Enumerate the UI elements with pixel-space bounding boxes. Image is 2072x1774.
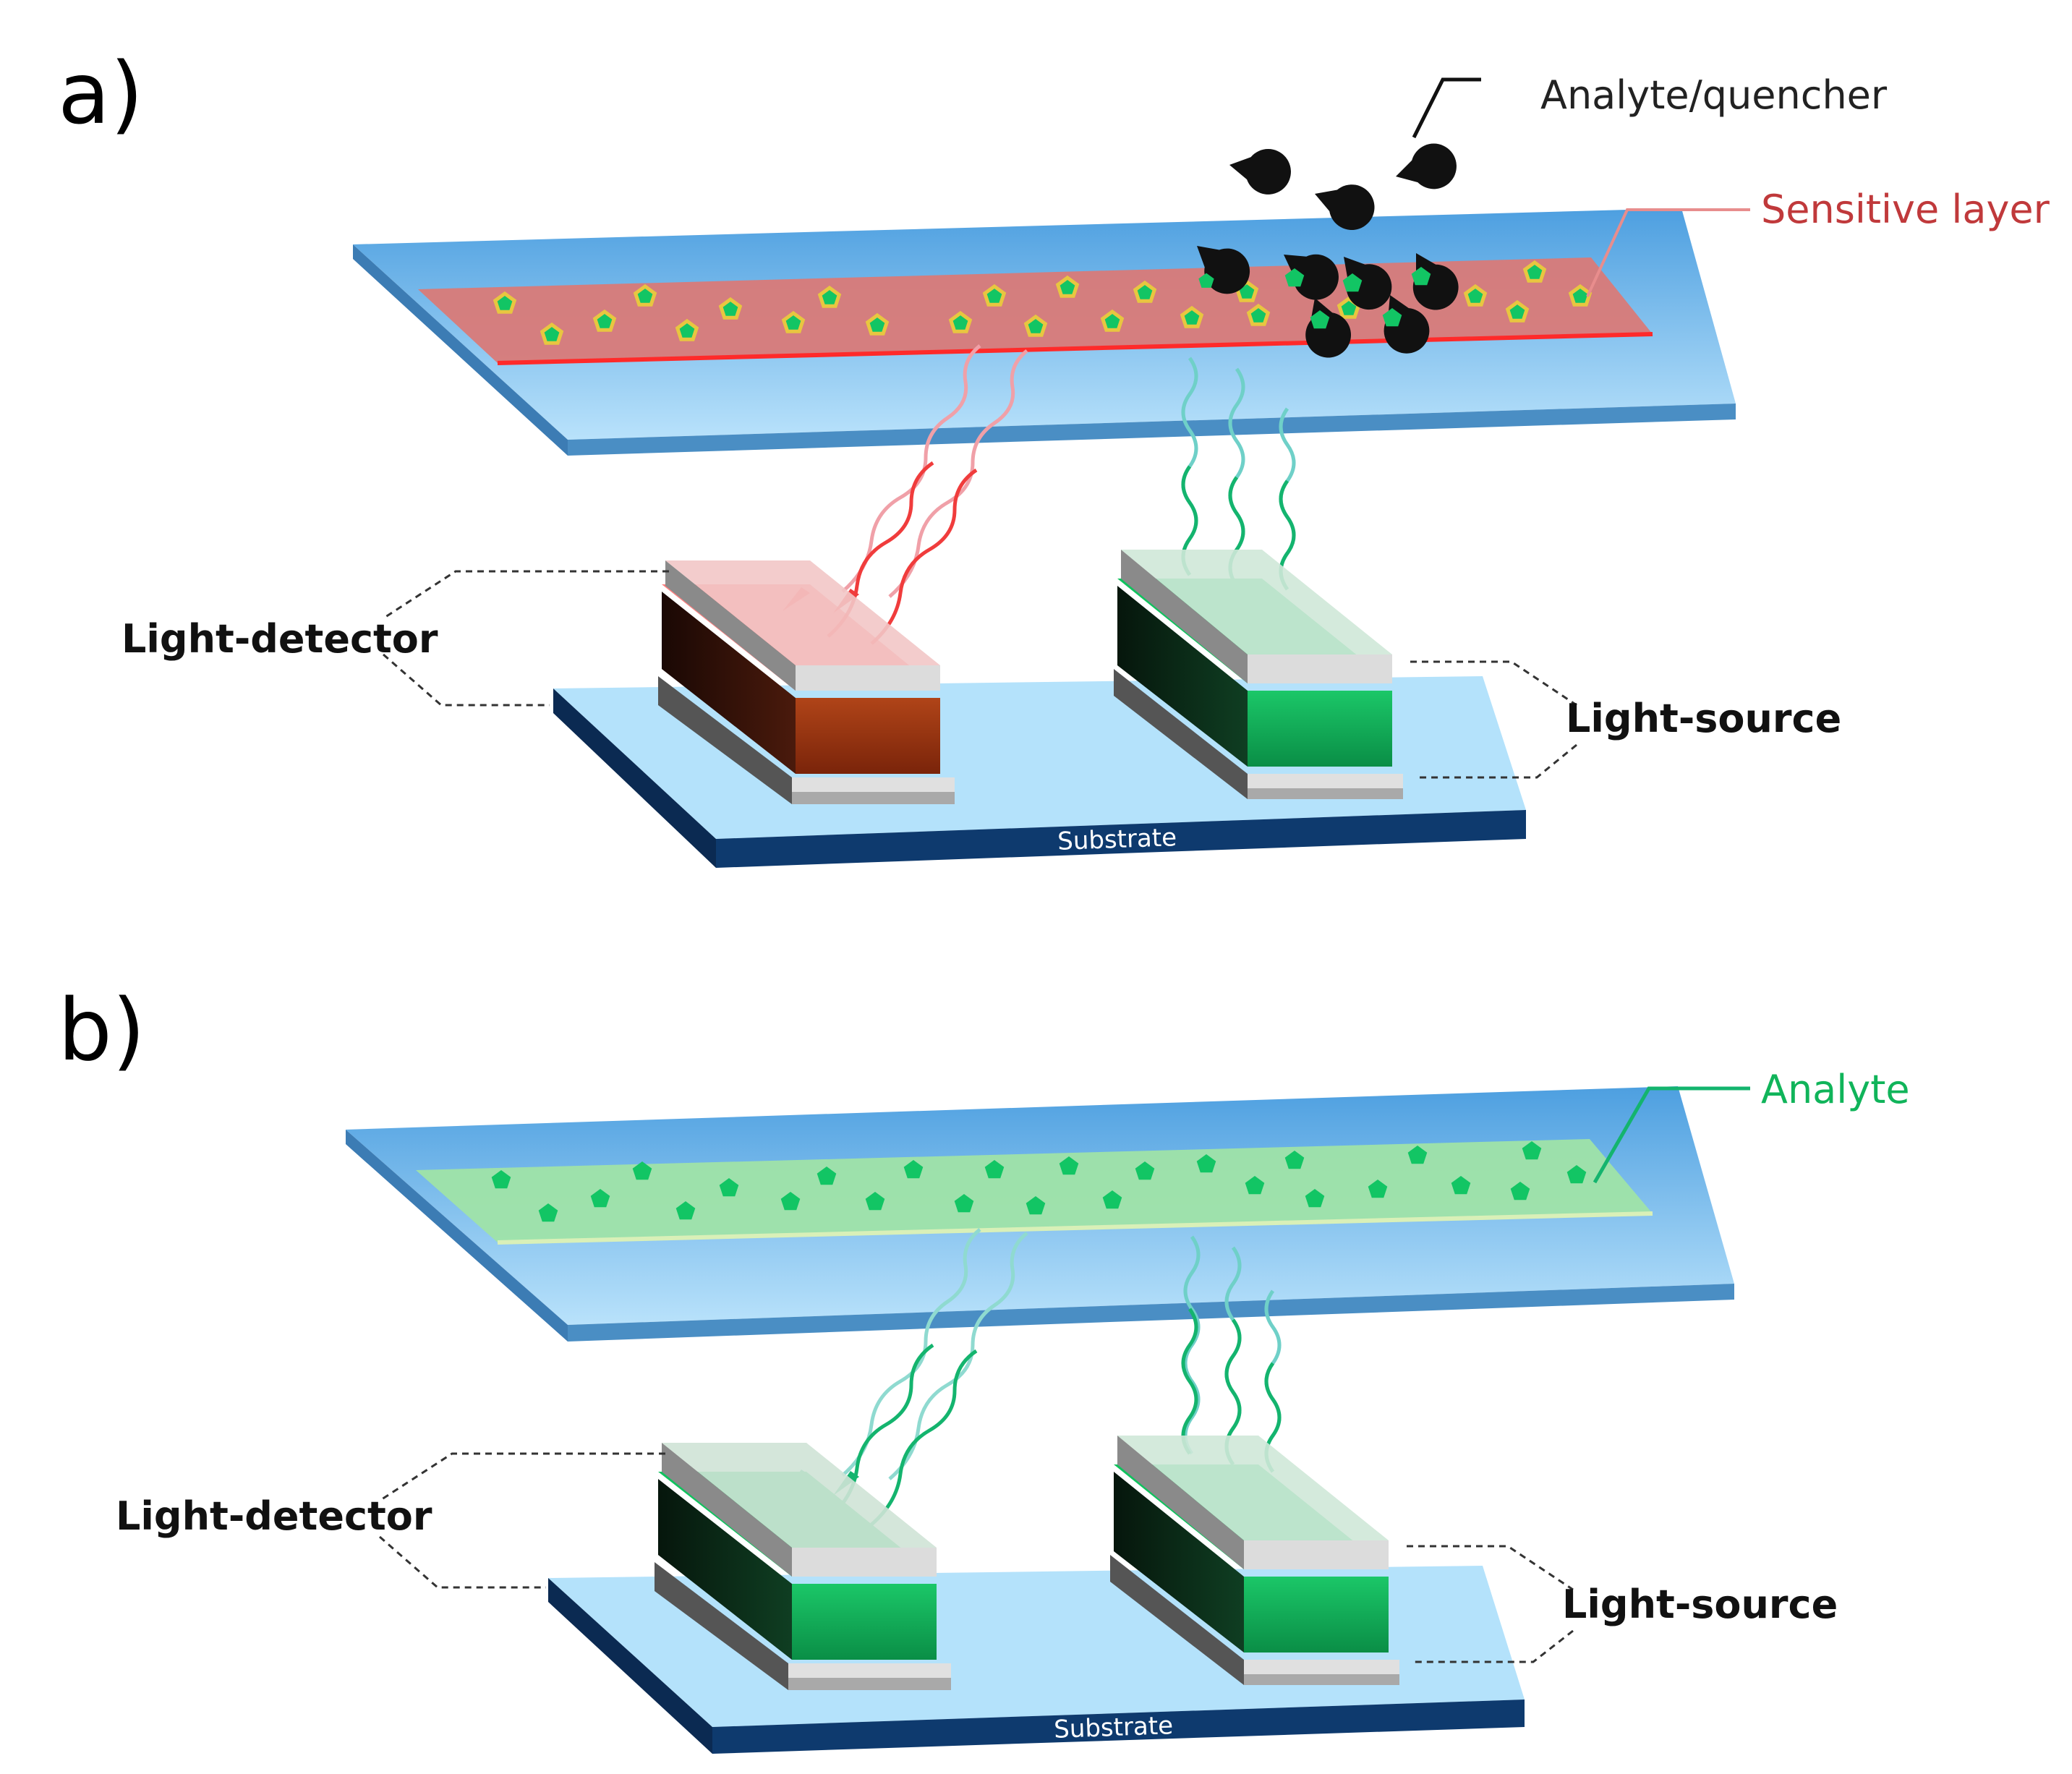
panel-a-light-source-label: Light-source xyxy=(1566,696,1841,741)
panel-b-analyte-label: Analyte xyxy=(1761,1067,1910,1112)
panel-b-analyte-layer xyxy=(416,1139,1653,1245)
panel-a-excitation-rays xyxy=(1181,357,1296,591)
panel-b-substrate-label: Substrate xyxy=(1054,1711,1174,1744)
panel-b-light-source xyxy=(1110,1436,1399,1685)
panel-b-light-detector xyxy=(655,1443,951,1690)
panel-b: b) xyxy=(58,980,1910,1754)
panel-a-leader-lines xyxy=(383,77,1750,779)
panel-b-letter: b) xyxy=(58,980,145,1080)
panel-b-light-source-label: Light-source xyxy=(1562,1582,1838,1627)
panel-a: a) xyxy=(58,43,2050,868)
panel-b-excitation-rays xyxy=(1181,1235,1282,1473)
panel-a-substrate-label: Substrate xyxy=(1057,823,1177,856)
panel-a-analyte-quencher-label: Analyte/quencher xyxy=(1540,72,1888,118)
panel-a-light-detector-label: Light-detector xyxy=(121,616,438,662)
panel-a-letter: a) xyxy=(58,43,143,143)
panel-a-light-detector xyxy=(658,560,955,804)
panel-a-light-source xyxy=(1114,550,1403,799)
panel-a-sensitive-layer-label: Sensitive layer xyxy=(1761,187,2050,232)
panel-b-light-detector-label: Light-detector xyxy=(116,1493,432,1539)
panel-b-leader-lines xyxy=(379,1086,1750,1663)
